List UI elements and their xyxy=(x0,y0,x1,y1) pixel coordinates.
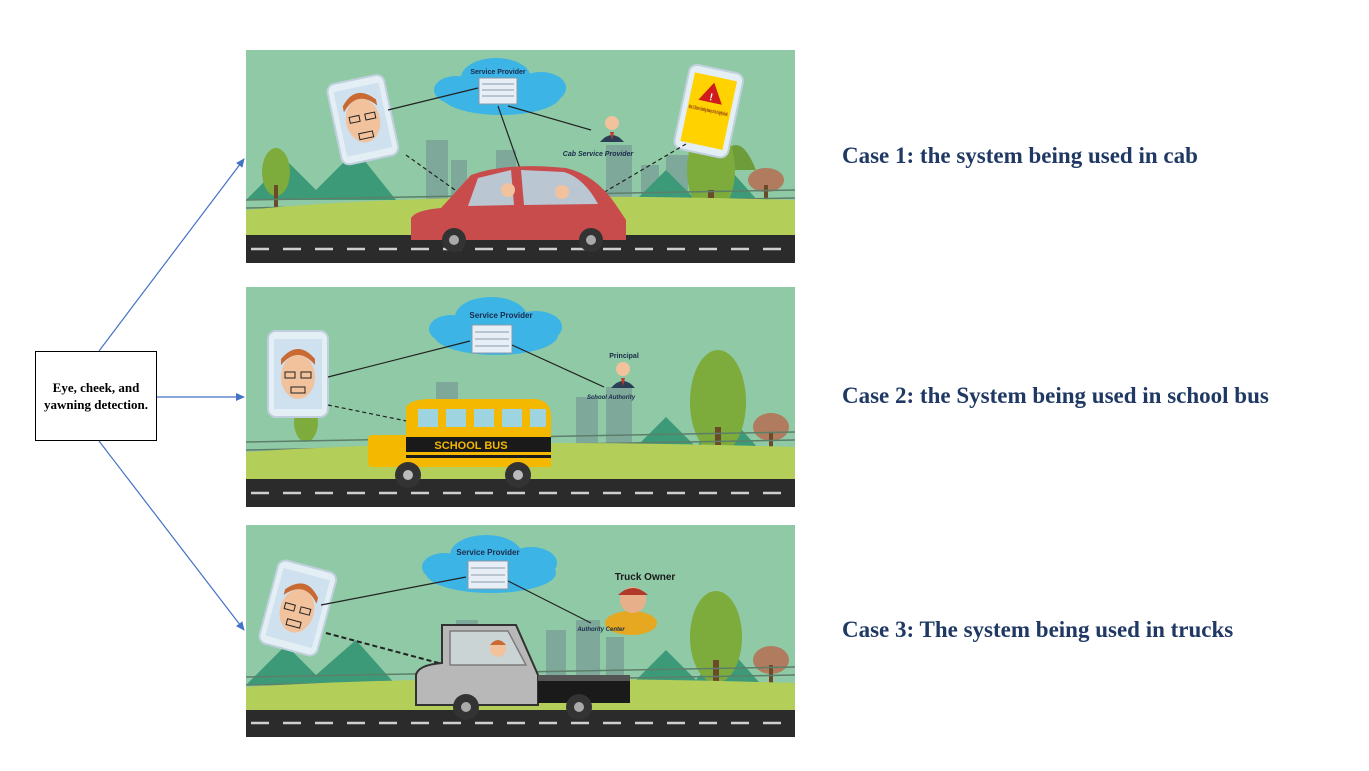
authority-label: Cab Service Provider xyxy=(563,151,635,158)
case-2-illustration: Service Provider Principal School Author… xyxy=(246,287,795,507)
truck-owner-icon xyxy=(605,587,657,635)
server-icon xyxy=(471,324,513,354)
truck-icon xyxy=(415,624,630,720)
detection-source-text: Eye, cheek, and yawning detection. xyxy=(44,380,148,412)
cloud-label: Service Provider xyxy=(470,69,526,76)
detection-source-box: Eye, cheek, and yawning detection. xyxy=(35,351,157,441)
case-1-illustration: Service Provider ! Alert..!! Driver is f… xyxy=(246,50,795,263)
school-bus-icon: SCHOOL BUS xyxy=(368,399,551,488)
phone-face-scan-icon xyxy=(326,74,400,166)
person-icon xyxy=(611,362,635,388)
principal-label: Principal xyxy=(609,353,639,360)
case-1-label: Case 1: the system being used in cab xyxy=(842,143,1198,168)
red-car-icon xyxy=(411,166,626,252)
authority-label: School Authority xyxy=(587,395,636,401)
case-2-label: Case 2: the System being used in school … xyxy=(842,383,1269,408)
server-icon xyxy=(467,560,509,590)
case-3-illustration: Service Provider Truck Owner Authority C… xyxy=(246,525,795,737)
authority-label: Authority Center xyxy=(576,627,625,633)
cloud-label: Service Provider xyxy=(456,548,519,557)
phone-face-scan-icon xyxy=(267,330,329,418)
bus-label: SCHOOL BUS xyxy=(434,440,507,452)
phone-face-scan-icon xyxy=(258,559,338,657)
arrow-to-case-1 xyxy=(98,158,245,352)
arrow-to-case-3 xyxy=(98,440,245,631)
person-icon xyxy=(600,116,624,142)
truck-owner-label: Truck Owner xyxy=(615,572,676,583)
alert-phone-icon: ! Alert..!! Driver is feeling drowsy or … xyxy=(673,63,745,159)
case-3-label: Case 3: The system being used in trucks xyxy=(842,617,1234,642)
cloud-label: Service Provider xyxy=(469,311,532,320)
background-trees xyxy=(246,591,789,705)
data-links xyxy=(320,576,592,666)
svg-text:!: ! xyxy=(708,92,714,103)
server-icon xyxy=(478,77,518,105)
